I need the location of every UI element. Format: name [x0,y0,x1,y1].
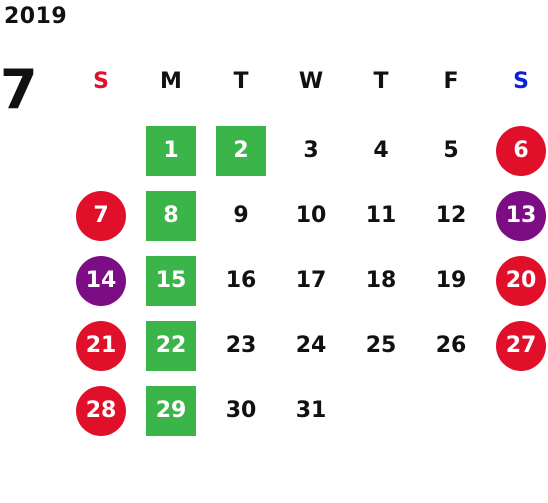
calendar-day[interactable]: 22 [146,320,196,371]
calendar-day[interactable]: 24 [295,332,327,358]
calendar-day[interactable]: 30 [225,397,257,423]
year-label: 2019 [4,4,68,29]
calendar-day[interactable]: 13 [496,190,546,241]
calendar-day[interactable]: 26 [435,332,467,358]
calendar-day[interactable]: 7 [76,190,126,241]
calendar-day [496,386,546,436]
weekday-sunday: S [93,69,109,94]
calendar-day[interactable]: 27 [496,320,546,371]
weekday-wednesday: W [298,69,324,94]
weekday-header-row: S M T W T F S [66,58,548,106]
calendar-day[interactable]: 10 [295,202,327,228]
calendar-day[interactable]: 25 [365,332,397,358]
calendar-day[interactable]: 28 [76,385,126,436]
calendar-day[interactable]: 18 [365,267,397,293]
weekday-monday: M [160,69,182,94]
calendar-day[interactable]: 9 [233,202,249,228]
calendar-day [426,386,476,436]
calendar-day[interactable]: 6 [496,125,546,176]
calendar-day[interactable]: 20 [496,255,546,306]
calendar-day[interactable]: 15 [146,255,196,306]
calendar-day[interactable]: 12 [435,202,467,228]
month-label: 7 [0,58,38,121]
calendar-day[interactable]: 4 [373,137,389,163]
calendar-day[interactable]: 5 [443,137,459,163]
calendar-day[interactable]: 11 [365,202,397,228]
calendar-day[interactable]: 29 [146,385,196,436]
calendar-day[interactable]: 3 [303,137,319,163]
calendar-day[interactable]: 2 [216,125,266,176]
weekday-friday: F [443,69,459,94]
calendar-day [356,386,406,436]
calendar-day[interactable]: 21 [76,320,126,371]
weekday-thursday: T [373,69,389,94]
calendar-grid: 1 2 3 4 5 6 7 8 9 10 11 12 13 14 15 16 1… [66,118,548,443]
calendar-day[interactable]: 17 [295,267,327,293]
weekday-tuesday: T [233,69,249,94]
calendar-day[interactable]: 23 [225,332,257,358]
weekday-saturday: S [513,69,529,94]
calendar-day[interactable]: 1 [146,125,196,176]
calendar-day [76,126,126,176]
calendar-day[interactable]: 8 [146,190,196,241]
calendar-day[interactable]: 14 [76,255,126,306]
calendar-day[interactable]: 19 [435,267,467,293]
calendar-day[interactable]: 16 [225,267,257,293]
calendar-day[interactable]: 31 [295,397,327,423]
